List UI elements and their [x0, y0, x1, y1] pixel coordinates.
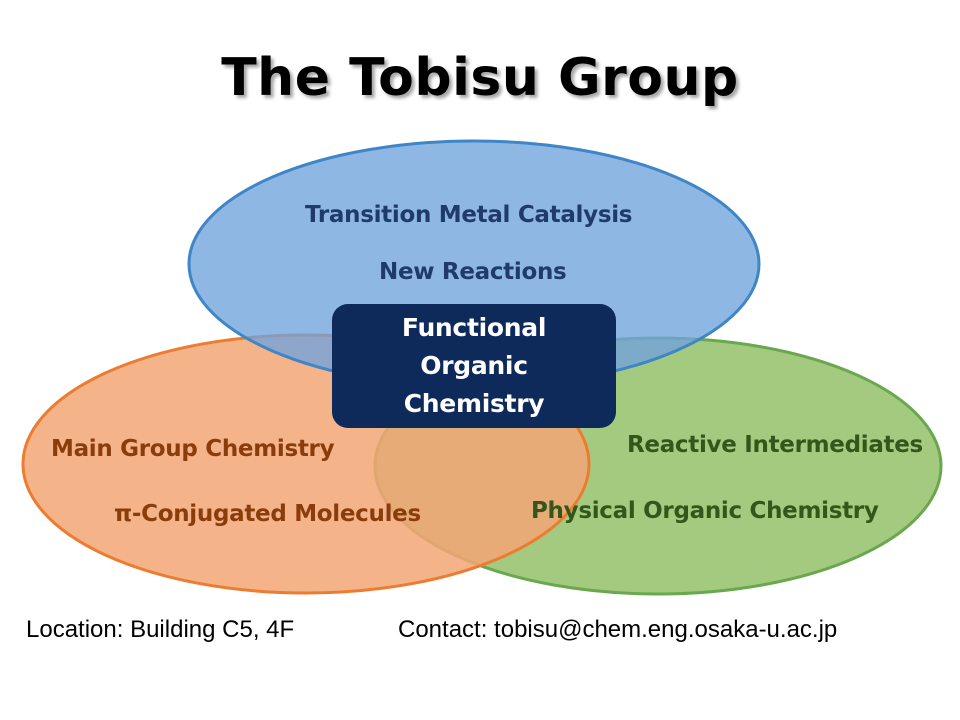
center-topic-box: Functional Organic Chemistry: [332, 304, 616, 428]
center-line-3: Chemistry: [403, 389, 545, 418]
center-line-1: Functional: [401, 313, 547, 342]
topic-reactive-intermediates: Reactive Intermediates: [627, 432, 923, 458]
topic-pi-conjugated-molecules: π-Conjugated Molecules: [114, 501, 421, 527]
page-title: The Tobisu Group: [221, 48, 739, 108]
center-line-2: Organic: [420, 351, 528, 380]
topic-physical-organic-chemistry: Physical Organic Chemistry: [531, 498, 879, 524]
topic-main-group-chemistry: Main Group Chemistry: [51, 436, 335, 462]
contact-text: Contact: tobisu@chem.eng.osaka-u.ac.jp: [398, 616, 838, 643]
location-text: Location: Building C5, 4F: [26, 616, 295, 643]
topic-new-reactions: New Reactions: [379, 259, 567, 285]
topic-transition-metal-catalysis: Transition Metal Catalysis: [305, 202, 633, 228]
